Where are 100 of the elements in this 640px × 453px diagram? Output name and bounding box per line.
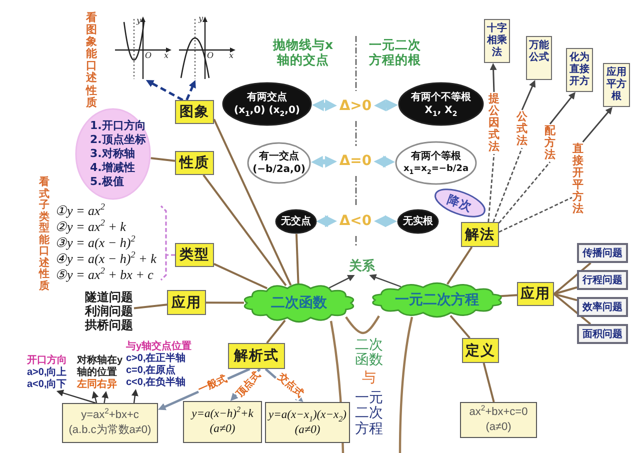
topic-box xyxy=(228,343,285,369)
oval-text: 有一交点 xyxy=(259,150,299,163)
double-arrow xyxy=(374,99,398,112)
formula-line: ②y = ax$^{2}$ + k xyxy=(55,219,126,235)
vertical-title: 二次函数 xyxy=(355,338,383,369)
arrow xyxy=(131,389,138,404)
topic-box xyxy=(517,282,554,306)
problem-label: 面积问题 xyxy=(582,328,622,341)
connector-line xyxy=(150,157,176,162)
topic-box xyxy=(462,338,499,363)
dashed-arrow xyxy=(186,80,196,100)
method-label: 十字相乘法 xyxy=(487,23,507,59)
topic-label: 应用 xyxy=(172,294,202,310)
topic-box xyxy=(175,243,214,267)
double-arrow xyxy=(374,215,397,228)
topic-label: 性质 xyxy=(180,155,210,171)
note-text: 对称轴在y轴的位置 xyxy=(77,355,124,378)
formula-text: y=a(x−x$_{1}$)(x−x$_{2}$) xyxy=(268,408,346,422)
double-arrow xyxy=(310,156,337,168)
topic-label: 图象 xyxy=(180,104,210,120)
connector-line xyxy=(482,362,495,402)
dashed-line xyxy=(492,148,523,222)
vertical-title: 一元二次方程 xyxy=(355,391,383,438)
formula-text: (a.b.c为常数a≠0) xyxy=(68,423,152,438)
condition-label: Δ=0 xyxy=(339,153,372,169)
connector-line xyxy=(134,304,168,310)
connector-line xyxy=(213,118,292,286)
formula-text: (a≠0) xyxy=(210,422,236,437)
formula-text: y=a(x−h)$^{2}$+k xyxy=(192,407,254,422)
note-text: c>0,在正半轴 xyxy=(126,353,186,364)
vertical-label: 配方法 xyxy=(544,124,556,162)
topic-label: 解析式 xyxy=(234,348,279,364)
arrow xyxy=(582,107,612,142)
double-arrow xyxy=(312,99,337,112)
column-heading: 抛物线与x轴的交点 xyxy=(272,37,334,67)
problem-card xyxy=(577,324,628,344)
arrow xyxy=(549,92,576,124)
formula-card xyxy=(62,403,158,443)
connector-line xyxy=(553,293,592,325)
connector-line xyxy=(500,294,518,298)
arrow xyxy=(328,275,355,288)
column-heading: 一元二次方程的根 xyxy=(368,37,422,67)
topic-box xyxy=(175,100,214,124)
oval-text: 有两交点 xyxy=(247,91,287,104)
topic-box xyxy=(461,222,499,247)
condition-label: Δ>0 xyxy=(339,98,372,114)
formula-card xyxy=(460,402,537,438)
vertical-title: 与 xyxy=(362,371,376,386)
connector-line xyxy=(446,246,473,285)
problem-item: 利润问题 xyxy=(85,304,133,318)
formula-card xyxy=(265,402,350,443)
oval-text: 无实根 xyxy=(403,215,433,228)
axis-label: O xyxy=(207,51,214,60)
note-text: a>0,向上 xyxy=(27,367,67,378)
dashed-line xyxy=(488,154,495,222)
topic-label: 定义 xyxy=(466,342,496,358)
connector-line xyxy=(554,293,578,302)
formula-line: ④y = a(x − h)$^{2}$ + k xyxy=(55,251,156,267)
formula-card xyxy=(183,401,262,443)
vertical-note: 看式子类型能口述性质 xyxy=(39,177,50,292)
formula-line: ③y = a(x − h)$^{2}$ xyxy=(55,235,136,251)
problem-card xyxy=(577,243,628,263)
note-text: c<0,在负半轴 xyxy=(126,377,186,389)
oval-text: X$_{1}$, X$_{2}$ xyxy=(424,104,458,117)
method-label: 化为直接开方 xyxy=(570,52,590,88)
note-text: 与y轴交点位置 xyxy=(126,341,192,352)
problem-label: 行程问题 xyxy=(582,274,622,287)
note-text: 开口方向 xyxy=(27,355,67,366)
method-card xyxy=(484,19,510,63)
formula-text: y=ax$^{2}$+bx+c xyxy=(81,408,139,423)
arrow xyxy=(521,80,536,110)
oval-text: (−b/2a,0) xyxy=(252,163,306,176)
bracket-line xyxy=(160,205,176,281)
axis-label: y xyxy=(198,14,204,23)
method-label: 应用平方根 xyxy=(606,67,626,103)
arrow xyxy=(92,391,99,404)
oval-text: (x$_{1}$,0) (x$_{2}$,0) xyxy=(234,104,300,117)
list-item: 2.顶点坐标 xyxy=(90,133,146,147)
connector-line xyxy=(202,174,287,286)
note-text: c=0,在原点 xyxy=(126,365,176,376)
problem-card xyxy=(577,270,628,290)
connector-line xyxy=(450,315,470,339)
axis-label: y xyxy=(136,16,142,25)
vertical-note: 看图象能口述性质 xyxy=(86,12,97,109)
problem-card xyxy=(577,297,628,317)
formula-text: ax$^{2}$+bx+c=0 xyxy=(469,405,528,420)
arrow xyxy=(369,274,402,288)
dashed-line xyxy=(498,162,551,224)
topic-label: 应用 xyxy=(520,286,550,302)
method-card xyxy=(566,48,593,92)
formula-text: (a≠0) xyxy=(294,422,320,438)
dashed-line xyxy=(498,196,572,233)
vertical-label: 直接开平方法 xyxy=(572,142,584,216)
oval-text: x$_{1}$=x$_{2}$=−b/2a xyxy=(403,163,469,176)
axis-label: x xyxy=(164,51,169,60)
double-arrow xyxy=(374,156,396,168)
list-item: 5.极值 xyxy=(90,175,124,189)
method-label: 万能公式 xyxy=(529,40,549,64)
problem-item: 拱桥问题 xyxy=(85,318,133,332)
method-card xyxy=(526,36,552,80)
